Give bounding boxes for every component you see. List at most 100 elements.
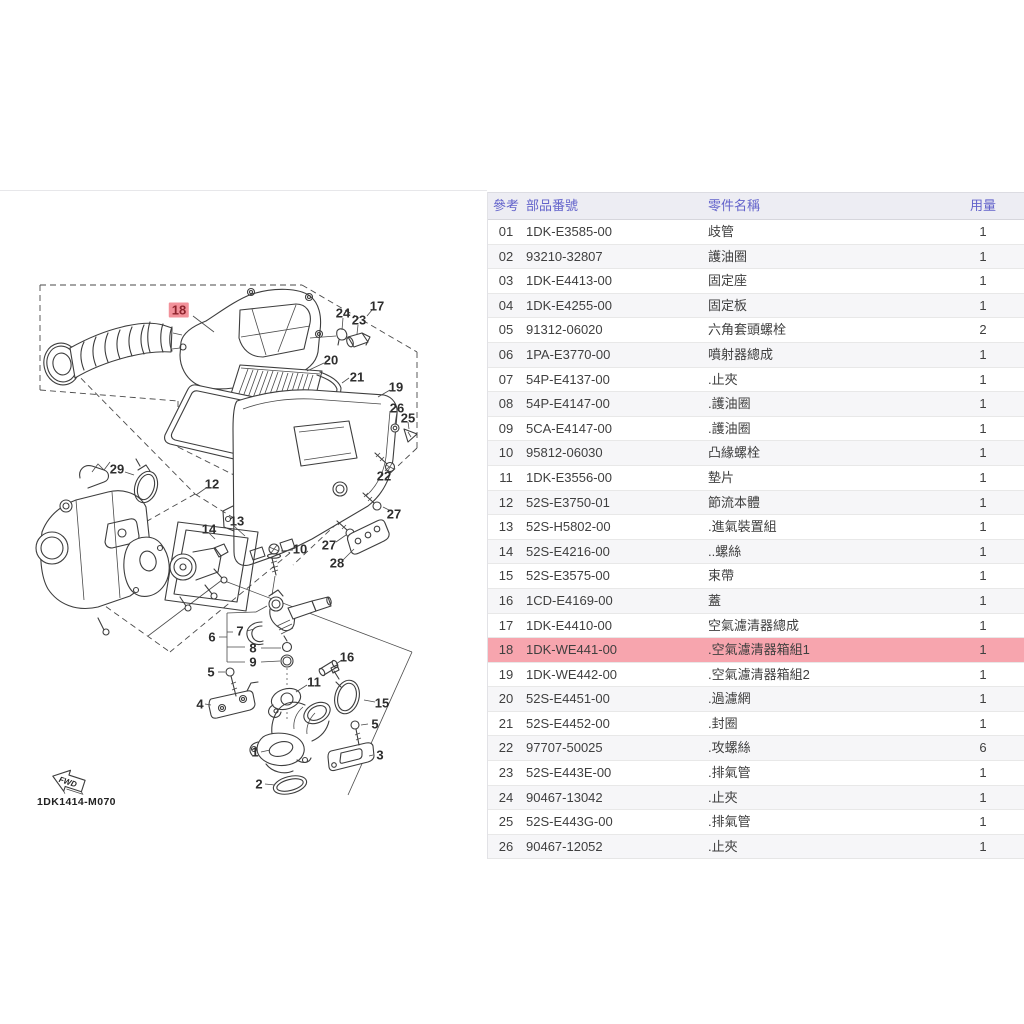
part-number-cell: 52S-E4451-00 bbox=[526, 691, 610, 707]
part-name-cell: .護油圈 bbox=[708, 420, 751, 436]
qty-cell: 1 bbox=[979, 666, 987, 682]
ref-cell: 25 bbox=[498, 814, 514, 830]
intake-gasket bbox=[123, 536, 170, 597]
part-name-cell: .排氣管 bbox=[708, 765, 751, 781]
air-cleaner-lower-case bbox=[222, 389, 398, 566]
part-name-cell: .封圈 bbox=[708, 715, 738, 731]
exploded-view-drawing: FWD 1DK1414-M070 bbox=[35, 284, 418, 808]
ref-cell: 04 bbox=[498, 297, 514, 313]
diagram-callout-29: 29 bbox=[109, 461, 125, 477]
ref-cell: 20 bbox=[498, 691, 514, 707]
diagram-callout-22: 22 bbox=[376, 468, 392, 484]
diagram-callout-27: 27 bbox=[321, 537, 337, 553]
diagram-callout-10: 10 bbox=[292, 541, 308, 557]
diagram-callout-23: 23 bbox=[351, 312, 367, 328]
ref-cell: 01 bbox=[498, 224, 514, 239]
qty-cell: 1 bbox=[979, 346, 987, 362]
diagram-callout-14: 14 bbox=[201, 521, 217, 537]
ref-cell: 16 bbox=[498, 592, 514, 608]
part-number-cell: 5CA-E4147-00 bbox=[526, 420, 612, 436]
part-number-cell: 52S-E443E-00 bbox=[526, 765, 612, 781]
injector-assembly bbox=[246, 589, 332, 722]
diagram-callout-24: 24 bbox=[335, 305, 351, 321]
ref-cell: 05 bbox=[498, 322, 514, 338]
table-row[interactable]: 25 52S-E443G-00 .排氣管 1 bbox=[488, 809, 1024, 834]
part-number-cell: 52S-E3750-01 bbox=[526, 494, 610, 510]
qty-cell: 1 bbox=[979, 691, 987, 707]
qty-cell: 1 bbox=[979, 814, 987, 830]
part-name-cell: .止夾 bbox=[708, 371, 738, 387]
diagram-callout-17: 17 bbox=[369, 298, 385, 314]
part-number-cell: 1DK-WE441-00 bbox=[526, 642, 618, 658]
part-name-cell: .空氣濾清器箱組1 bbox=[708, 642, 810, 658]
ref-cell: 19 bbox=[498, 666, 514, 682]
part-name-cell: .止夾 bbox=[708, 789, 738, 805]
part-number-cell: 97707-50025 bbox=[526, 740, 603, 756]
part-number-cell: 91312-06020 bbox=[526, 322, 603, 338]
ref-cell: 24 bbox=[498, 789, 514, 805]
part-name-cell: 束帶 bbox=[708, 568, 735, 584]
manifold-clamp-15 bbox=[318, 659, 360, 715]
header-part-name: 零件名稱 bbox=[708, 198, 761, 213]
diagram-callout-3: 3 bbox=[376, 747, 384, 763]
diagram-callout-2: 2 bbox=[255, 776, 263, 792]
part-name-cell: 護油圈 bbox=[708, 248, 748, 264]
ref-cell: 23 bbox=[498, 765, 514, 781]
diagram-callout-26: 26 bbox=[389, 400, 405, 416]
diagram-callout-27: 27 bbox=[386, 506, 402, 522]
part-name-cell: .護油圈 bbox=[708, 396, 751, 412]
part-name-cell: 歧管 bbox=[708, 224, 735, 239]
part-number-cell: 52S-E443G-00 bbox=[526, 814, 613, 830]
diagram-callout-9: 9 bbox=[249, 654, 257, 670]
ref-cell: 15 bbox=[498, 568, 514, 584]
qty-cell: 1 bbox=[979, 592, 987, 608]
part-number-cell: 1DK-WE442-00 bbox=[526, 666, 618, 682]
breather-parts bbox=[309, 328, 371, 348]
part-name-cell: ..螺絲 bbox=[708, 543, 742, 559]
ref-cell: 22 bbox=[498, 740, 514, 756]
diagram-callout-25: 25 bbox=[400, 410, 416, 426]
part-name-cell: 蓋 bbox=[708, 592, 722, 608]
diagram-callout-6: 6 bbox=[208, 629, 216, 645]
qty-cell: 2 bbox=[979, 322, 987, 338]
ref-cell: 03 bbox=[498, 273, 514, 289]
part-number-cell: 52S-E3575-00 bbox=[526, 568, 610, 584]
ref-cell: 13 bbox=[498, 519, 514, 535]
header-qty: 用量 bbox=[969, 198, 996, 213]
part-number-cell: 1DK-E4255-00 bbox=[526, 297, 612, 313]
diagram-callout-18: 18 bbox=[168, 302, 190, 318]
part-number-cell: 1DK-E4413-00 bbox=[526, 273, 612, 289]
part-number-cell: 54P-E4147-00 bbox=[526, 396, 610, 412]
part-name-cell: 固定板 bbox=[708, 297, 748, 313]
part-name-cell: .排氣管 bbox=[708, 814, 751, 830]
intake-manifold bbox=[249, 701, 331, 795]
qty-cell: 1 bbox=[979, 617, 987, 633]
